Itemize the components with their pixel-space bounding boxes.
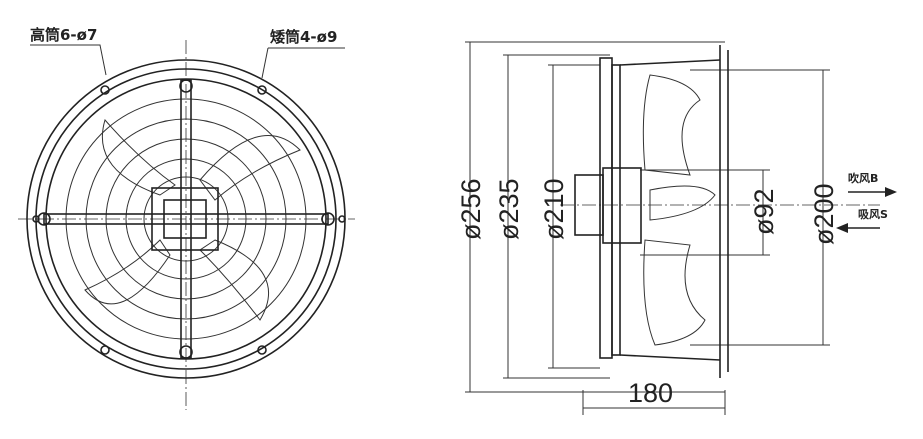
blow-arrowhead-icon <box>885 187 897 197</box>
front-view: 高筒6-ø7 矮筒4-ø9 <box>18 26 355 410</box>
dim-depth: 180 <box>628 378 673 408</box>
dim-motor: ø92 <box>749 188 779 235</box>
dim-mount: ø235 <box>494 178 524 240</box>
label-suck: 吸风S <box>858 207 888 221</box>
dim-ring: ø210 <box>539 178 569 240</box>
label-low-mount: 矮筒4-ø9 <box>270 28 337 46</box>
dim-blade: ø200 <box>809 183 839 245</box>
label-blow: 吹风B <box>848 171 878 185</box>
suck-arrowhead-icon <box>836 223 848 233</box>
side-view: ø256 ø235 ø210 ø92 ø200 180 吹风B 吸风S <box>456 41 897 415</box>
dim-outer: ø256 <box>456 178 486 240</box>
label-high-mount: 高筒6-ø7 <box>30 26 97 44</box>
